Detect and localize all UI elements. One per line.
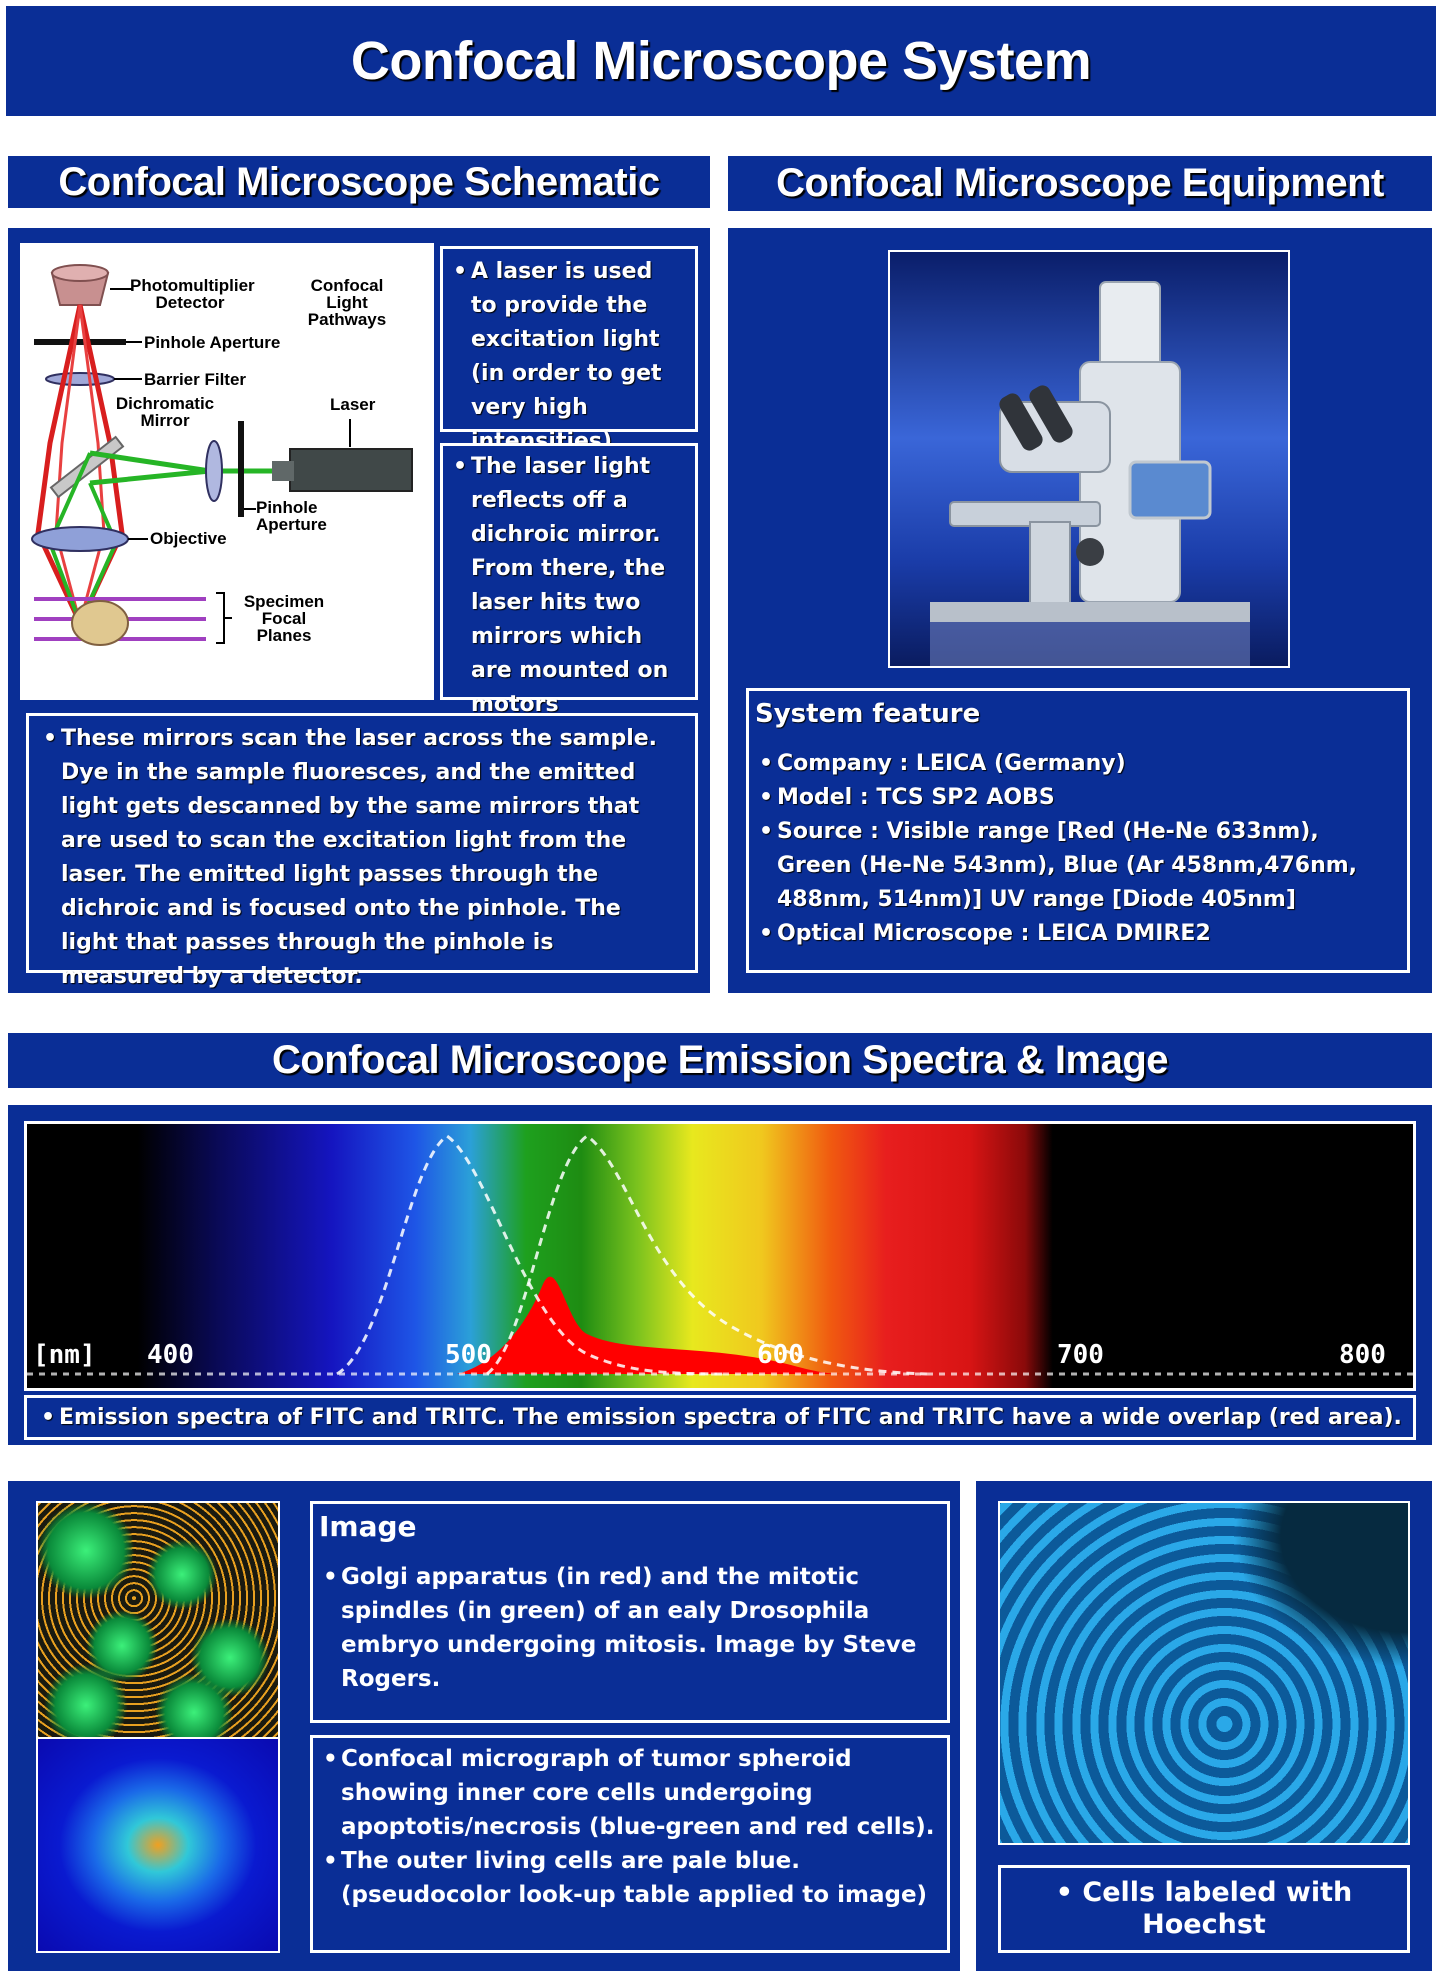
tumor-spheroid-image	[36, 1737, 280, 1953]
golgi-bullet: •Golgi apparatus (in red) and the mitoti…	[319, 1560, 937, 1696]
schematic-panel: Photomultiplier Detector Confocal Light …	[8, 228, 710, 993]
tick-600: 600	[757, 1340, 804, 1370]
scan-bullet-box: These mirrors scan the laser across the …	[26, 713, 698, 989]
tumor-bullet-1: •Confocal micrograph of tumor spheroid s…	[319, 1742, 937, 1844]
drosophila-image	[36, 1501, 280, 1743]
schematic-heading: Confocal Microscope Schematic	[58, 159, 660, 204]
image-title: Image	[319, 1510, 417, 1543]
system-feature-list: Company : LEICA (Germany) Model : TCS SP…	[755, 747, 1397, 951]
system-feature-box: System feature Company : LEICA (Germany)…	[746, 688, 1410, 973]
images-panel: Image •Golgi apparatus (in red) and the …	[8, 1481, 960, 1971]
confocal-schematic-svg	[31, 264, 413, 646]
label-dichromatic-mirror: Dichromatic Mirror	[115, 394, 215, 430]
dichroic-bullet-box: The laser light reflects off a dichroic …	[440, 443, 698, 717]
tumor-bullet-dot-1: •	[323, 1746, 338, 1772]
label-specimen-focal-planes: Specimen Focal Planes	[243, 592, 325, 645]
tritc-curve	[486, 1134, 928, 1376]
equipment-heading-bar: Confocal Microscope Equipment	[728, 156, 1432, 211]
spectrum-svg	[27, 1134, 1413, 1376]
objective-lens-icon	[31, 526, 129, 552]
spectra-caption-box: Emission spectra of FITC and TRITC. The …	[24, 1395, 1416, 1440]
equipment-heading: Confocal Microscope Equipment	[776, 161, 1384, 205]
laser-icon	[289, 448, 413, 492]
hoechst-cells-image	[998, 1501, 1410, 1845]
golgi-bullet-dot: •	[323, 1564, 338, 1590]
feature-source: Source : Visible range [Red (He-Ne 633nm…	[755, 815, 1397, 917]
tick-800: 800	[1339, 1340, 1386, 1370]
equipment-panel: System feature Company : LEICA (Germany)…	[728, 228, 1432, 993]
tick-400: 400	[147, 1340, 194, 1370]
specimen-icon	[71, 600, 129, 646]
label-pinhole-aperture-top: Pinhole Aperture	[144, 333, 281, 352]
hoechst-caption: • Cells labeled with Hoechst	[1055, 1877, 1353, 1940]
hoechst-panel: • Cells labeled with Hoechst	[976, 1481, 1432, 1971]
spectra-panel: [nm] 400 500 600 700 800 Emission spectr…	[8, 1105, 1432, 1445]
tumor-bullet-dot-2: •	[323, 1848, 338, 1874]
label-laser: Laser	[330, 395, 376, 414]
microscope-icon	[930, 281, 1250, 666]
poster-title: Confocal Microscope System	[350, 31, 1092, 91]
pinhole-aperture-side	[238, 421, 244, 517]
tumor-bullet-2: •The outer living cells are pale blue. (…	[319, 1844, 937, 1912]
fitc-curve	[336, 1134, 728, 1376]
feature-optical-microscope: Optical Microscope : LEICA DMIRE2	[755, 917, 1397, 951]
tumor-text-box: •Confocal micrograph of tumor spheroid s…	[310, 1735, 950, 1953]
feature-company: Company : LEICA (Germany)	[755, 747, 1397, 781]
label-photomultiplier-detector: Photomultiplier Detector	[130, 276, 255, 312]
scan-bullet: These mirrors scan the laser across the …	[39, 722, 683, 994]
laser-bullet: A laser is used to provide the excitatio…	[449, 255, 685, 459]
tick-500: 500	[445, 1340, 492, 1370]
hoechst-caption-box: • Cells labeled with Hoechst	[998, 1865, 1410, 1953]
label-barrier-filter: Barrier Filter	[144, 370, 247, 389]
pinhole-aperture-top	[34, 339, 126, 345]
tick-700: 700	[1057, 1340, 1104, 1370]
label-objective: Objective	[150, 529, 227, 548]
label-pinhole-aperture-side: Pinhole Aperture	[256, 498, 327, 534]
axis-unit-label: [nm]	[33, 1340, 96, 1370]
microscope-photo	[888, 250, 1290, 668]
dichroic-bullet: The laser light reflects off a dichroic …	[449, 450, 687, 722]
schematic-diagram: Photomultiplier Detector Confocal Light …	[20, 243, 434, 700]
spectra-heading-bar: Confocal Microscope Emission Spectra & I…	[8, 1033, 1432, 1088]
spectra-heading: Confocal Microscope Emission Spectra & I…	[271, 1038, 1169, 1082]
dichromatic-mirror-icon	[49, 435, 125, 499]
laser-bullet-box: A laser is used to provide the excitatio…	[440, 246, 698, 454]
poster-title-banner: Confocal Microscope System	[6, 6, 1436, 116]
emission-spectrum-chart: [nm] 400 500 600 700 800	[24, 1121, 1416, 1391]
barrier-filter-icon	[45, 372, 115, 386]
feature-model: Model : TCS SP2 AOBS	[755, 781, 1397, 815]
label-confocal-light-pathways: Confocal Light Pathways	[307, 276, 387, 329]
golgi-text-box: Image •Golgi apparatus (in red) and the …	[310, 1501, 950, 1723]
overlap-area	[457, 1276, 847, 1374]
spectra-caption: Emission spectra of FITC and TRITC. The …	[37, 1400, 1403, 1436]
schematic-heading-bar: Confocal Microscope Schematic	[8, 156, 710, 208]
system-feature-title: System feature	[755, 699, 981, 729]
